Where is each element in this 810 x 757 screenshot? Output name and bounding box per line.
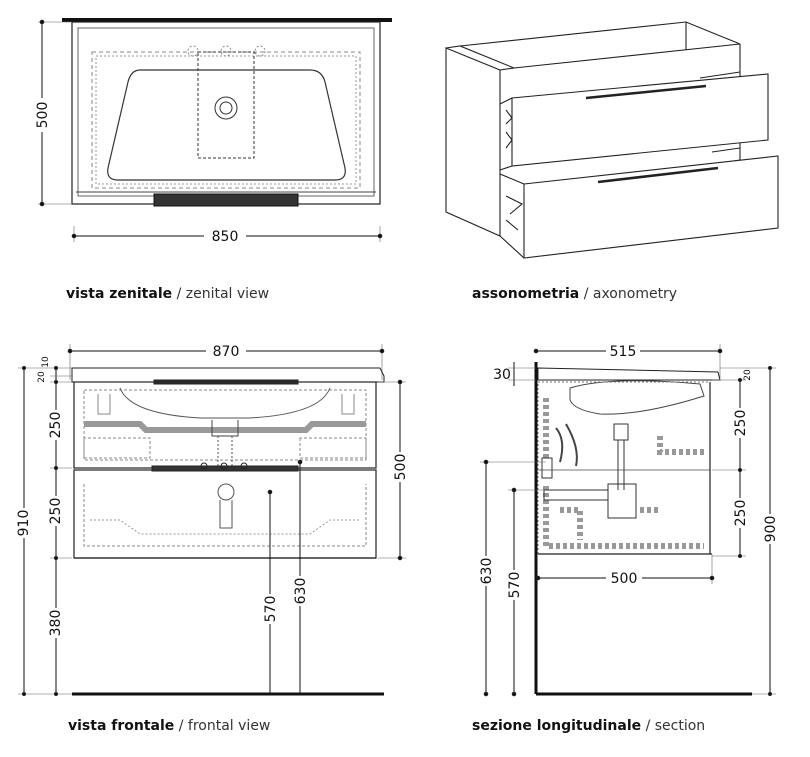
section-view — [480, 344, 776, 697]
caption-axonometry-en: axonometry — [592, 286, 678, 302]
dim-bg — [292, 576, 308, 606]
caption-top-view: vista zenitale / zenital view — [66, 286, 269, 302]
dim-500-bg — [34, 98, 50, 132]
dim-850-bg — [204, 228, 246, 244]
dim-bg — [606, 343, 640, 359]
dim-front-width: 870 — [213, 344, 240, 360]
dim-section-570: 570 — [507, 572, 523, 599]
dim-section-lower-drawer: 250 — [733, 500, 749, 527]
dim-front-upper-drawer: 250 — [48, 412, 64, 439]
dim-front-drain-570: 570 — [263, 596, 279, 623]
dim-bg — [478, 556, 494, 586]
dim-front-20: 20 — [37, 371, 47, 383]
dim-bg — [46, 608, 62, 638]
caption-front-view-it: vista frontale — [68, 718, 175, 734]
dim-bg — [762, 514, 778, 544]
dim-front-cabinet-height: 500 — [393, 454, 409, 481]
caption-top-view-it: vista zenitale — [66, 286, 173, 302]
dim-870-bg — [206, 343, 246, 359]
dim-bg — [46, 410, 62, 440]
dim-bg — [392, 452, 408, 482]
dim-section-630: 630 — [479, 558, 495, 585]
dim-section-inner-depth: 500 — [611, 571, 638, 587]
caption-section-it: sezione longitudinale — [472, 718, 642, 734]
caption-front-view: vista frontale / frontal view — [68, 718, 270, 734]
dim-bg — [606, 570, 642, 586]
front-view — [18, 344, 406, 696]
dim-bg — [732, 498, 748, 528]
caption-separator: / — [174, 718, 188, 734]
caption-separator: / — [172, 286, 186, 302]
caption-axonometry-it: assonometria — [472, 286, 580, 302]
dim-front-floor-gap: 380 — [48, 610, 64, 637]
caption-top-view-en: zenital view — [185, 286, 270, 302]
dim-top-depth: 500 — [35, 102, 51, 129]
caption-axonometry: assonometria / axonometry — [472, 286, 677, 302]
dim-section-20: 20 — [743, 369, 753, 381]
dim-front-drain-630: 630 — [293, 578, 309, 605]
caption-separator: / — [579, 286, 593, 302]
caption-section: sezione longitudinale / section — [472, 718, 705, 734]
dim-bg — [732, 408, 748, 438]
axonometry-view — [445, 21, 779, 259]
dim-bg — [14, 508, 30, 538]
top-view — [38, 18, 392, 242]
dim-section-depth: 515 — [610, 344, 637, 360]
dim-front-lower-drawer: 250 — [48, 498, 64, 525]
dim-top-width: 850 — [212, 229, 239, 245]
caption-section-en: section — [654, 718, 706, 734]
dim-front-10: 10 — [41, 356, 51, 368]
dim-section-total-height: 900 — [763, 516, 779, 543]
caption-front-view-en: frontal view — [187, 718, 271, 734]
dim-bg — [262, 594, 278, 624]
dim-front-total-height: 910 — [16, 510, 32, 537]
dim-section-30: 30 — [493, 367, 511, 383]
dim-section-upper-drawer: 250 — [733, 410, 749, 437]
caption-separator: / — [641, 718, 655, 734]
dim-bg — [506, 570, 522, 600]
dim-bg — [46, 496, 62, 526]
